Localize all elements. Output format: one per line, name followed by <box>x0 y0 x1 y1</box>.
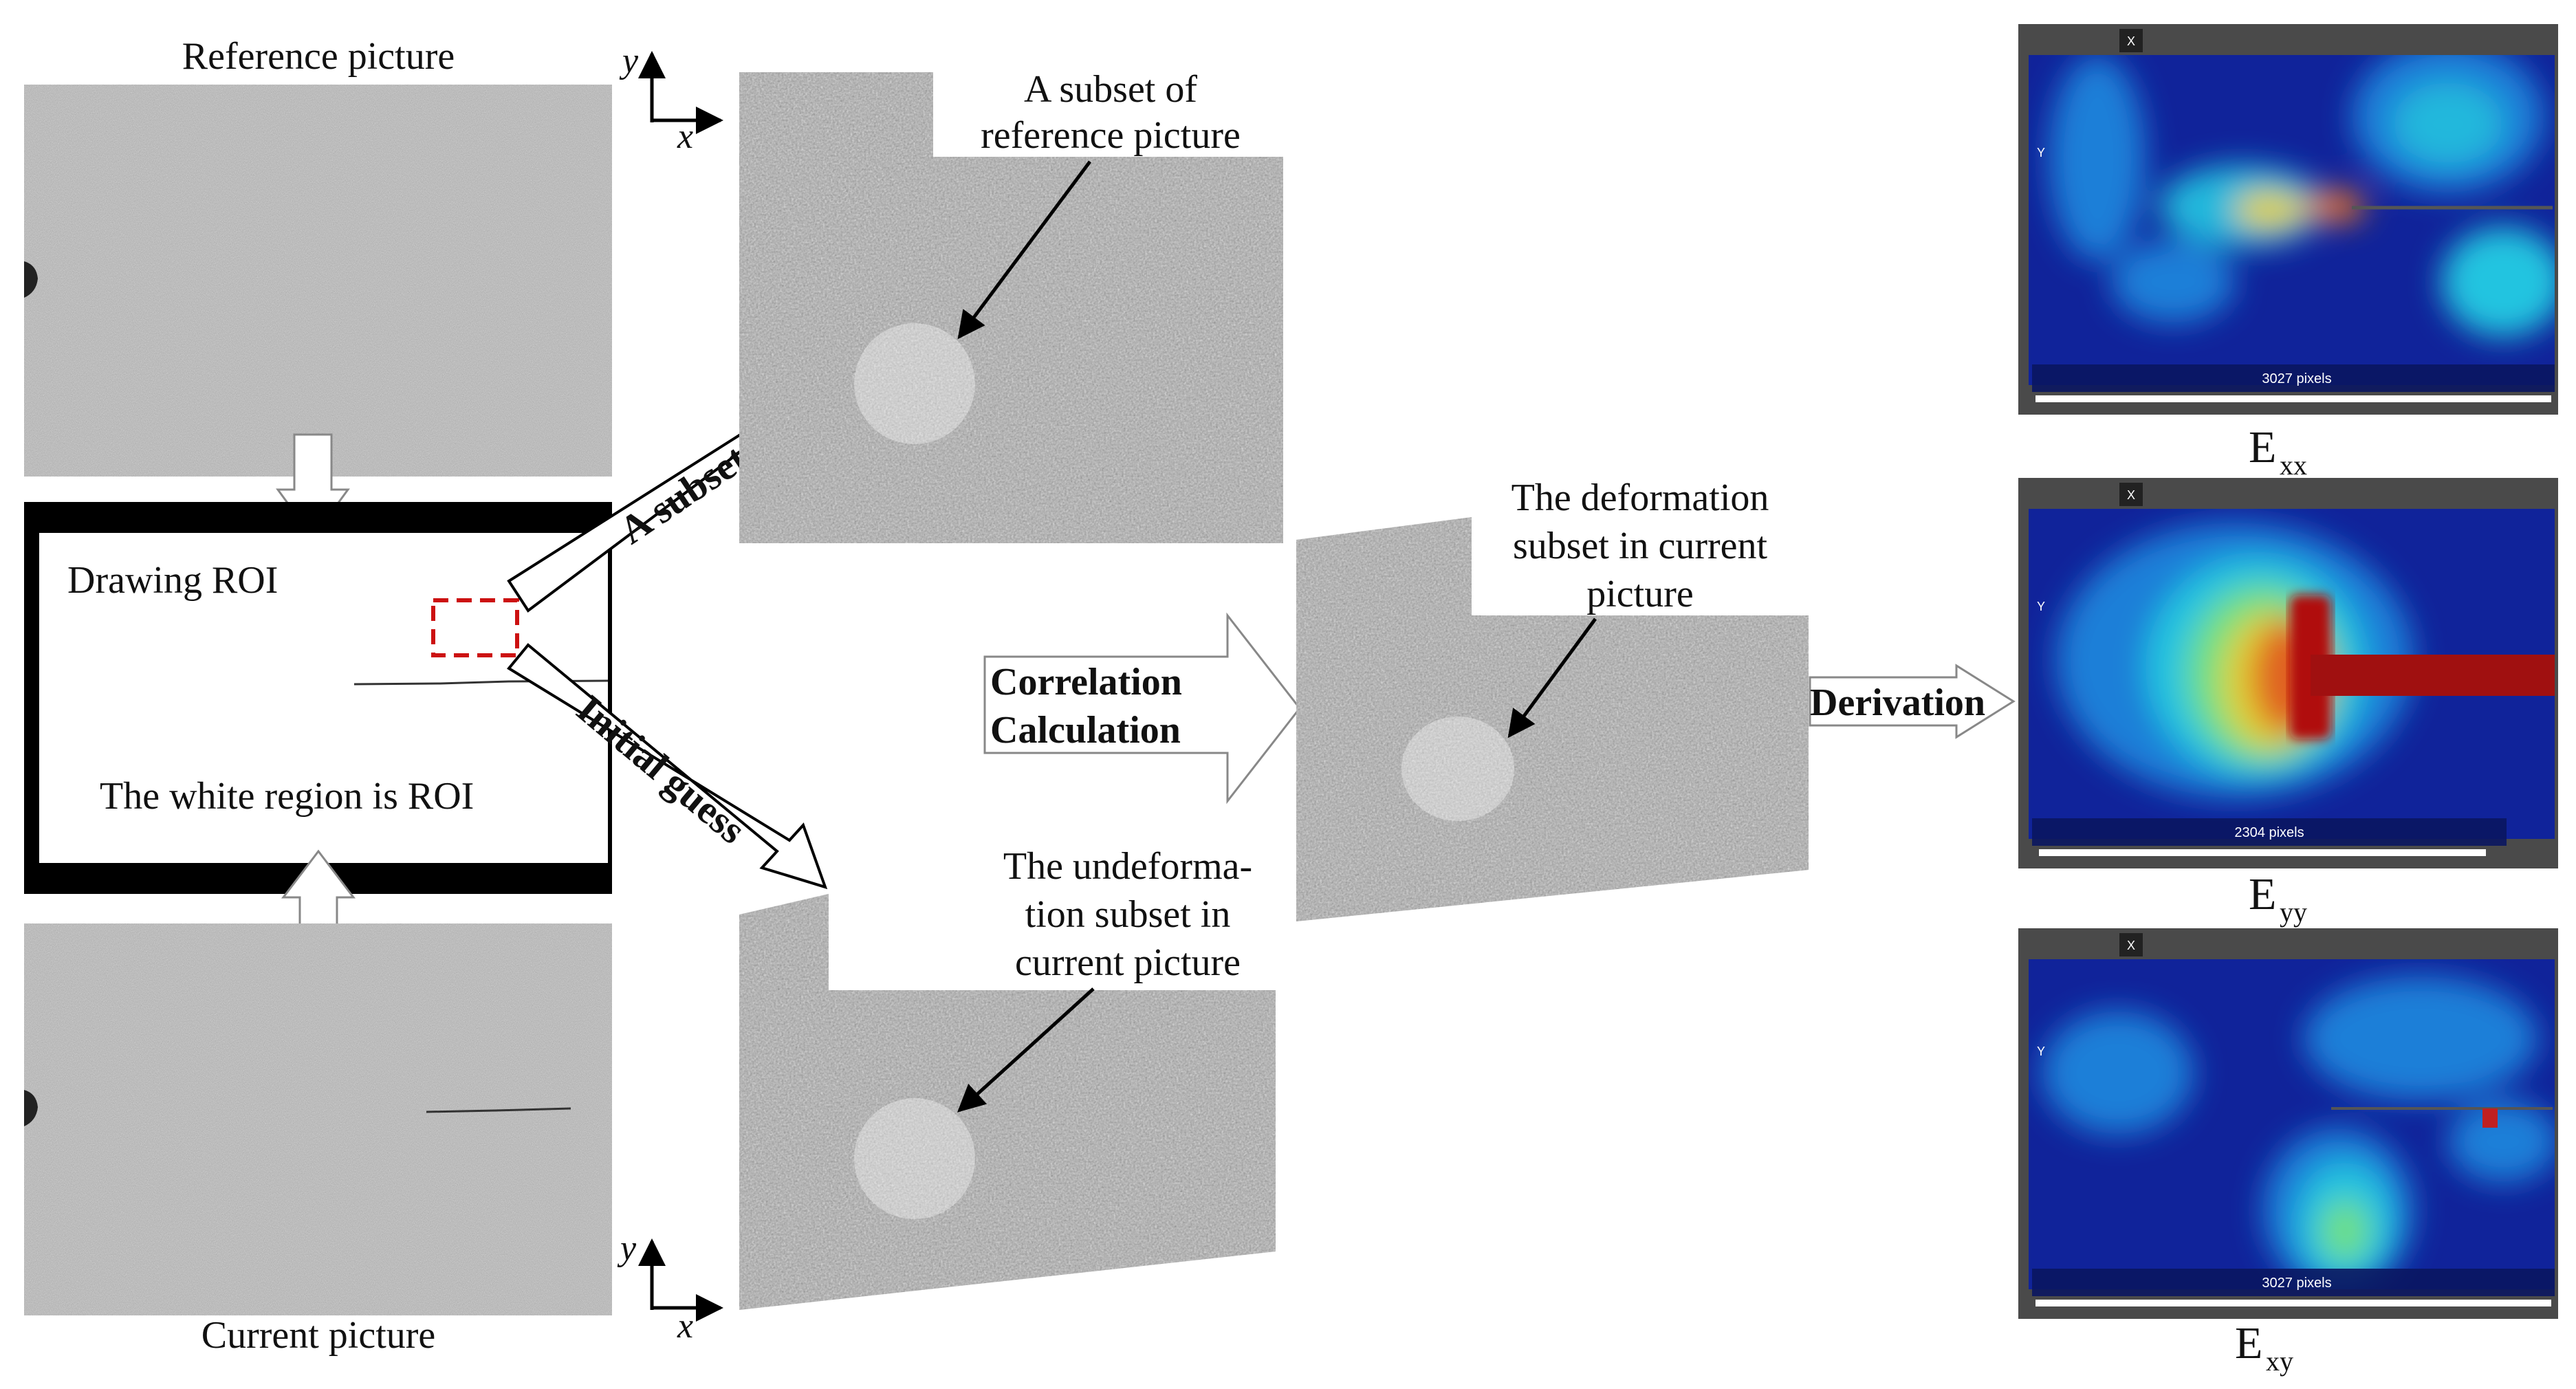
svg-text:E: E <box>2249 869 2276 919</box>
svg-text:x: x <box>677 1306 693 1346</box>
current-picture-label: Current picture <box>201 1314 436 1357</box>
svg-text:y: y <box>619 41 639 80</box>
svg-text:3027 pixels: 3027 pixels <box>2262 371 2331 386</box>
strain-map-exx: X Y 3027 pixels <box>2018 24 2558 415</box>
svg-text:xx: xx <box>2280 450 2307 481</box>
svg-text:xy: xy <box>2266 1346 2293 1377</box>
strain-map-eyy: X Y 2304 pixels <box>2018 478 2558 868</box>
svg-text:X: X <box>2127 488 2135 502</box>
strain-map-exy: X Y 3027 pixels <box>2018 928 2558 1319</box>
svg-text:Derivation: Derivation <box>1810 681 1985 724</box>
axes-bottom: y x <box>617 1229 723 1346</box>
white-region-label: The white region is ROI <box>100 775 474 818</box>
svg-text:y: y <box>617 1229 637 1268</box>
pointer-deformed-subset <box>1507 617 1597 739</box>
deform-text-3: picture <box>1586 573 1693 615</box>
deform-text-2: subset in current <box>1513 525 1768 567</box>
svg-text:2304 pixels: 2304 pixels <box>2234 825 2304 840</box>
svg-text:E: E <box>2235 1318 2262 1368</box>
strain-label-eyy: E yy <box>2249 869 2307 928</box>
svg-text:3027 pixels: 3027 pixels <box>2262 1276 2331 1291</box>
svg-text:X: X <box>2127 34 2135 48</box>
svg-text:A subset: A subset <box>611 435 755 553</box>
subset-ref-text-1: A subset of <box>1024 68 1197 111</box>
svg-text:x: x <box>677 117 693 156</box>
strain-label-exy: E xy <box>2235 1318 2293 1377</box>
svg-text:E: E <box>2249 422 2276 472</box>
subset-ref-text-2: reference picture <box>981 114 1241 157</box>
svg-text:Y: Y <box>2037 600 2045 613</box>
svg-text:yy: yy <box>2280 897 2307 928</box>
svg-text:Calculation: Calculation <box>990 709 1181 752</box>
derivation-arrow: Derivation <box>1809 664 2016 739</box>
correlation-arrow: Correlation Calculation <box>983 612 1301 805</box>
deform-text-1: The deformation <box>1511 477 1769 519</box>
strain-label-exx: E xx <box>2249 422 2307 481</box>
pointer-ref-subset <box>957 160 1092 340</box>
undeform-text-2: tion subset in <box>1025 893 1231 936</box>
reference-picture <box>24 85 612 477</box>
pointer-undeformed-subset <box>957 987 1095 1113</box>
svg-text:Y: Y <box>2037 146 2045 160</box>
svg-text:X: X <box>2127 939 2135 952</box>
current-picture <box>24 923 612 1315</box>
axes-top: y x <box>619 41 723 156</box>
undeform-text-3: current picture <box>1015 941 1241 984</box>
drawing-roi-label: Drawing ROI <box>67 559 278 602</box>
undeform-text-1: The undeforma- <box>1003 845 1252 888</box>
reference-picture-label: Reference picture <box>182 35 455 78</box>
svg-text:Correlation: Correlation <box>990 661 1182 703</box>
svg-text:Y: Y <box>2037 1045 2045 1058</box>
